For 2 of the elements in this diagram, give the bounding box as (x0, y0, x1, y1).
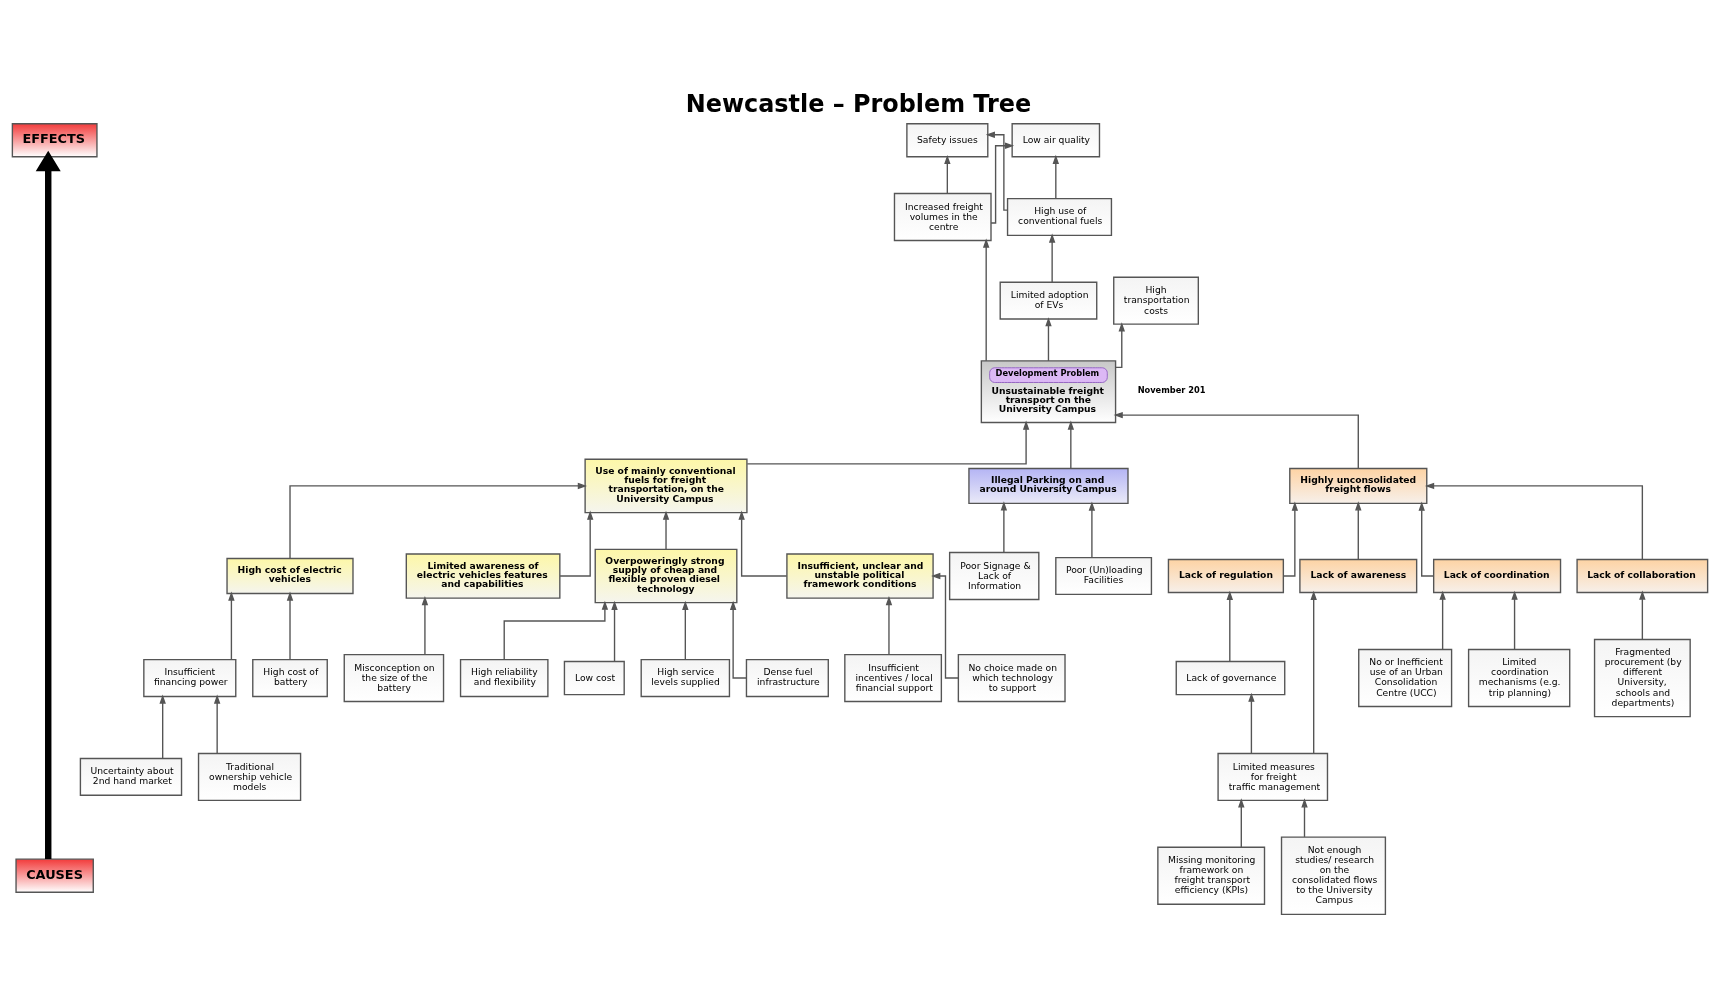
label: November 201 (1137, 384, 1206, 395)
diagram-title: Newcastle – Problem Tree (685, 89, 1032, 118)
